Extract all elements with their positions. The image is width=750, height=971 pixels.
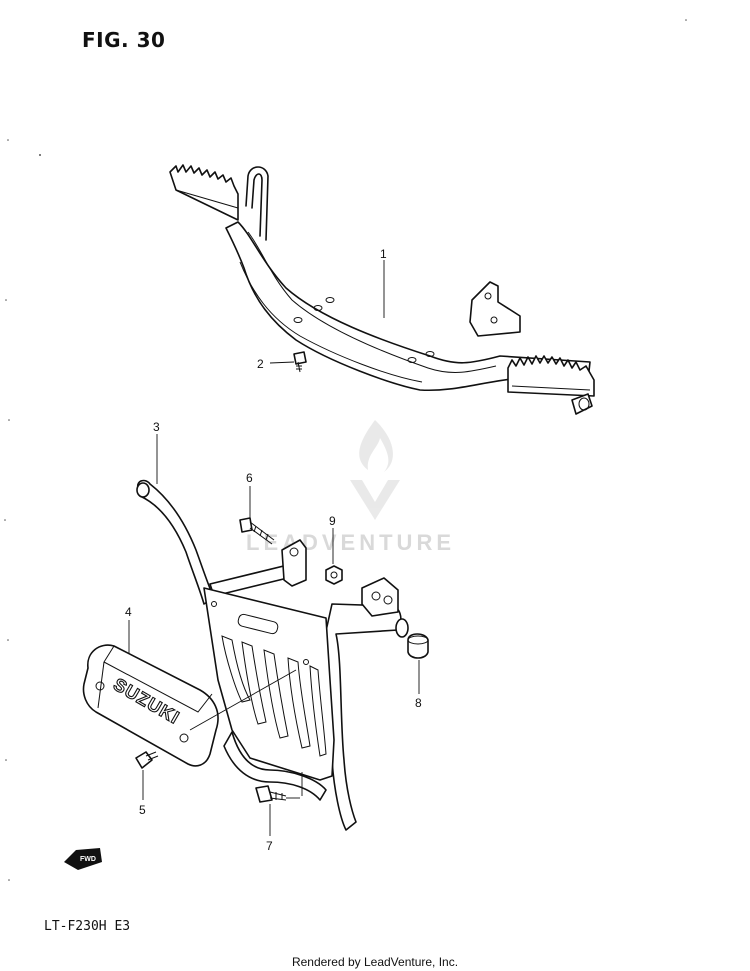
callout-labels: 1 2 3 4 5 6 7 8 9 xyxy=(125,247,422,853)
callout-9: 9 xyxy=(329,514,336,528)
model-code: LT-F230H E3 xyxy=(44,919,131,934)
fwd-direction-arrow: FWD xyxy=(64,848,102,870)
callout-7: 7 xyxy=(266,839,273,853)
bolt-part-6 xyxy=(239,517,275,545)
callout-2: 2 xyxy=(257,357,264,371)
watermark-text: LEADVENTURE xyxy=(246,530,456,555)
watermark-logo xyxy=(350,420,400,520)
callout-5: 5 xyxy=(139,803,146,817)
leader-lines xyxy=(128,260,420,836)
front-guard-frame xyxy=(136,479,409,831)
callout-6: 6 xyxy=(246,471,253,485)
bolt-part-5 xyxy=(135,751,159,769)
callout-1: 1 xyxy=(380,247,387,261)
guard-pad-suzuki: SUZUKI xyxy=(82,644,219,767)
nut-part-9 xyxy=(325,565,343,585)
render-credit: Rendered by LeadVenture, Inc. xyxy=(291,955,459,969)
fwd-label: FWD xyxy=(80,856,96,863)
bolt-part-7 xyxy=(255,785,287,803)
footrest-bar xyxy=(169,164,595,415)
callout-4: 4 xyxy=(125,605,132,619)
bolt-part-2 xyxy=(293,351,307,373)
callout-3: 3 xyxy=(153,420,160,434)
scan-noise xyxy=(4,19,687,881)
callout-8: 8 xyxy=(415,696,422,710)
cap-part-8 xyxy=(407,633,429,659)
figure-title: FIG. 30 xyxy=(82,28,166,52)
